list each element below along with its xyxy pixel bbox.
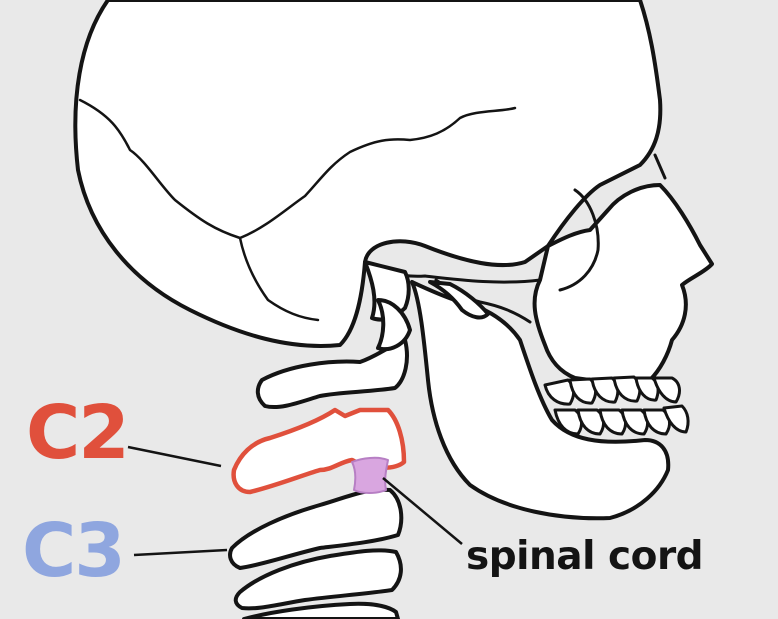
c3-label: C3 <box>22 514 124 588</box>
spinal-cord <box>352 458 388 493</box>
c3-leader-line <box>134 550 227 555</box>
c2-leader-line <box>128 447 221 466</box>
upper-teeth <box>545 377 679 404</box>
c2-label: C2 <box>26 396 128 470</box>
lower-teeth <box>555 406 688 434</box>
spinal-cord-label: spinal cord <box>466 537 703 576</box>
nasal-bone <box>655 155 665 178</box>
